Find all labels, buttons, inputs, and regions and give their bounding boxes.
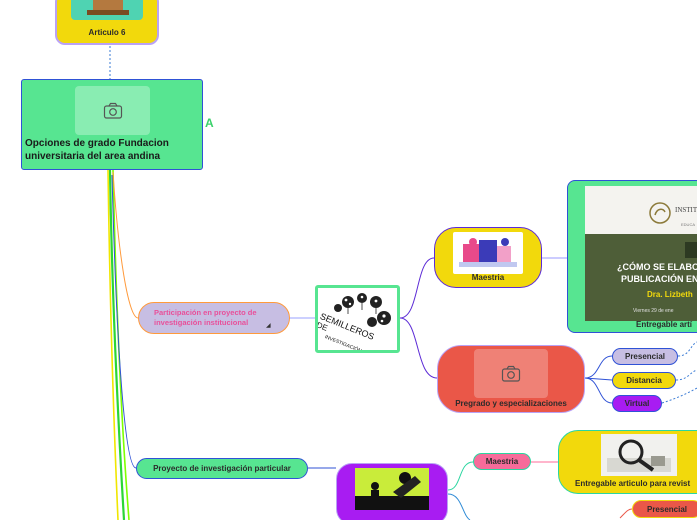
entregable-top-label: Entregable artí [636,320,693,329]
node-maestria-top[interactable]: Maestria [434,227,542,288]
presencial-bottom-label: Presencial [646,504,688,514]
participacion-label: Participación en proyecto de investigaci… [154,308,257,327]
virtual-label: Virtual [624,399,650,408]
poster-date: Viernes 29 de ene [633,308,674,314]
researcher-illustration-icon [355,472,429,510]
node-entregable-bottom[interactable]: Entregable articulo para revist [558,430,697,494]
pregrado-label: Pregrado y especializaciones [455,399,567,408]
poster-image: INSTIT EDUCA ¿CÓMO SE ELABOR PUBLICACIÓN… [585,186,697,321]
proyecto-particular-label: Proyecto de investigación particular [153,464,291,473]
node-presencial-bottom[interactable]: Presencial [632,500,697,518]
magnifying-glass-icon [607,439,671,472]
semilleros-lightbulbs-icon [334,293,391,327]
node-pregrado[interactable]: Pregrado y especializaciones [437,345,585,413]
articulo-6-label: Articulo 6 [88,28,126,37]
expand-arrow-icon[interactable]: ◢ [266,323,271,329]
node-virtual[interactable]: Virtual [612,395,662,412]
entregable-bottom-label: Entregable articulo para revist [575,479,691,488]
node-purple-image[interactable] [336,463,448,520]
purple-node-image [355,468,429,510]
collapse-marker-icon[interactable]: A [205,116,214,130]
node-proyecto-particular[interactable]: Proyecto de investigación particular [136,458,308,479]
poster-title-1: ¿CÓMO SE ELABOR [617,262,697,272]
node-participacion[interactable]: Participación en proyecto de investigaci… [138,302,290,334]
poster-speaker: Dra. Lizbeth [647,290,693,299]
root-label: Opciones de grado Fundacion universitari… [25,138,169,162]
camera-icon [103,102,122,119]
maestria-illustration-icon [459,238,517,267]
maestria-top-label: Maestria [471,273,505,282]
maestria-top-image [453,232,523,274]
poster-brand-2: EDUCA [681,222,696,227]
node-semilleros[interactable]: SEMILLEROS DE INVESTIGACIÓN [315,285,400,353]
node-articulo-6[interactable]: Articulo 6 [55,0,159,45]
camera-icon [501,365,521,382]
node-root[interactable]: Opciones de grado Fundacion universitari… [21,79,203,170]
node-distancia[interactable]: Distancia [612,372,676,389]
node-entregable-top[interactable]: INSTIT EDUCA ¿CÓMO SE ELABOR PUBLICACIÓN… [567,180,697,333]
node-presencial[interactable]: Presencial [612,348,678,365]
pregrado-image-placeholder [474,349,548,398]
root-image-placeholder [75,86,150,135]
poster-brand: INSTIT [675,206,697,214]
maestria-bottom-label: Maestria [485,457,519,466]
distancia-label: Distancia [626,376,662,385]
node-maestria-bottom[interactable]: Maestria [473,453,531,470]
poster-title-2: PUBLICACIÓN EN [621,274,697,284]
institution-logo-icon [649,202,671,224]
presencial-label: Presencial [624,352,666,361]
magnifier-image [601,434,677,476]
articulo-6-image [71,0,143,20]
